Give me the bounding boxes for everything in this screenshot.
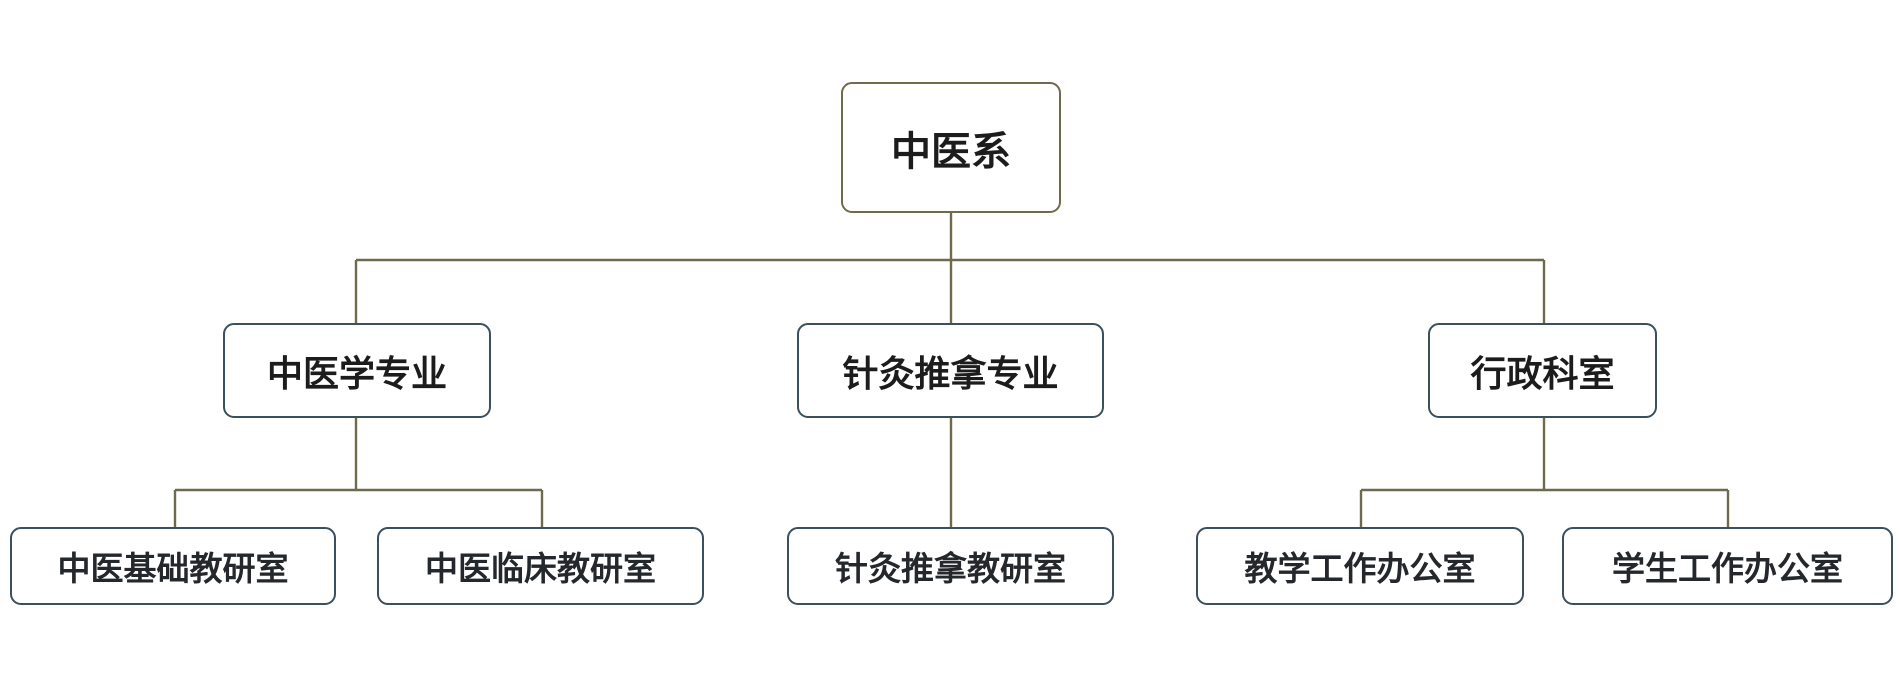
- node-acupuncture-research: 针灸推拿教研室: [787, 527, 1114, 605]
- node-label: 针灸推拿教研室: [835, 549, 1066, 588]
- node-label: 行政科室: [1470, 353, 1615, 395]
- node-clinical-research: 中医临床教研室: [377, 527, 704, 605]
- node-label: 针灸推拿专业: [842, 353, 1059, 395]
- node-label: 中医临床教研室: [425, 549, 656, 588]
- node-label: 中医基础教研室: [57, 549, 289, 588]
- node-teaching-office: 教学工作办公室: [1196, 527, 1524, 605]
- node-label: 教学工作办公室: [1244, 549, 1476, 588]
- node-admin-office: 行政科室: [1428, 323, 1657, 418]
- root-label: 中医系: [891, 128, 1011, 175]
- node-student-affairs-office: 学生工作办公室: [1562, 527, 1893, 605]
- node-label: 学生工作办公室: [1612, 549, 1843, 588]
- node-label: 中医学专业: [266, 353, 447, 395]
- node-major-acupuncture: 针灸推拿专业: [797, 323, 1104, 418]
- root-node: 中医系: [841, 82, 1061, 213]
- node-major-tcm: 中医学专业: [223, 323, 491, 418]
- node-basic-research: 中医基础教研室: [10, 527, 336, 605]
